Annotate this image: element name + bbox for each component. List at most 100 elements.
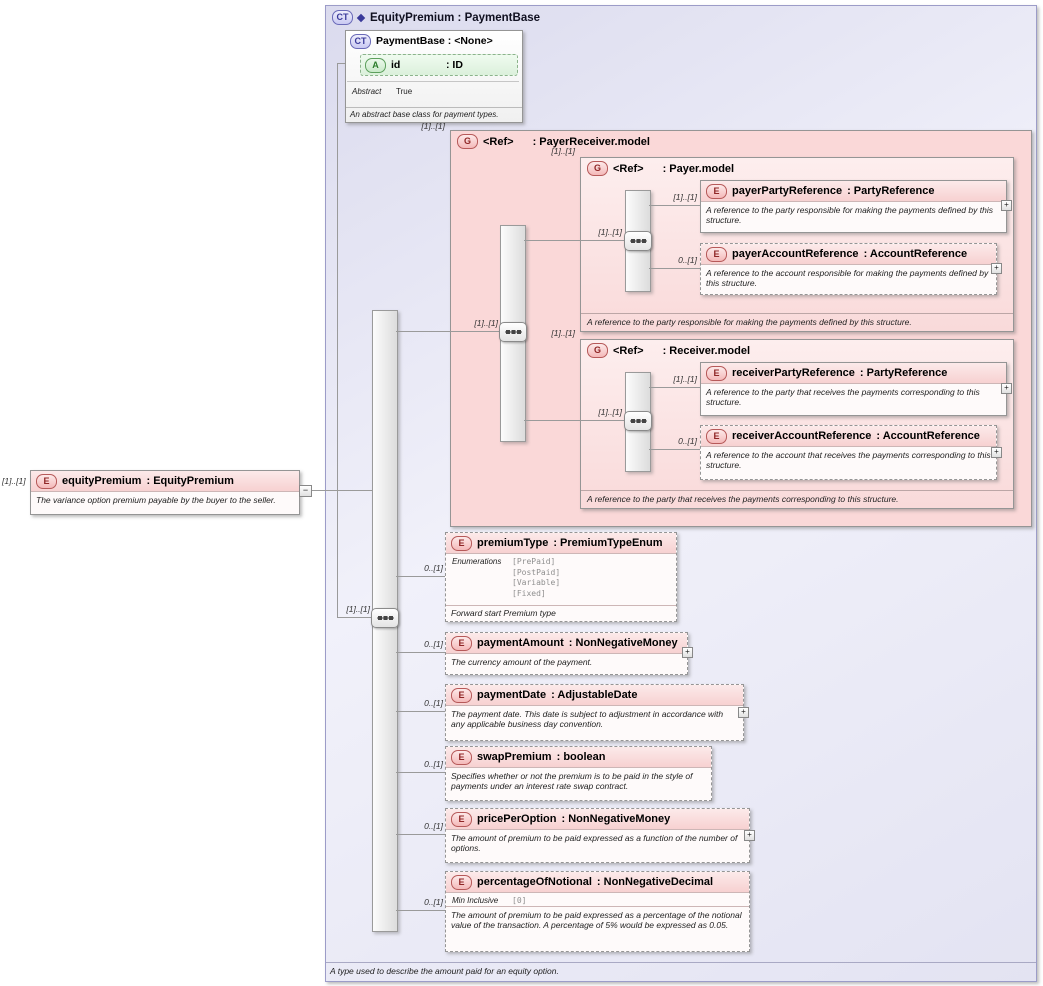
expand-button[interactable]: + bbox=[1001, 383, 1012, 394]
group-name: <Ref> bbox=[483, 135, 514, 148]
connector-line bbox=[396, 772, 445, 773]
expand-button[interactable]: + bbox=[738, 707, 749, 718]
min-inclusive-facet: Min Inclusive [0] bbox=[446, 893, 749, 906]
element-box-pricePerOption[interactable]: E pricePerOption : NonNegativeMoney The … bbox=[445, 808, 750, 863]
expand-button[interactable]: + bbox=[1001, 200, 1012, 211]
element-name: swapPremium bbox=[477, 751, 552, 763]
facet-value: True bbox=[396, 87, 413, 96]
element-name: percentageOfNotional bbox=[477, 876, 592, 888]
cardinality-label: 0..[1] bbox=[424, 639, 443, 649]
element-box-premiumType[interactable]: E premiumType : PremiumTypeEnum Enumerat… bbox=[445, 532, 677, 622]
element-box-equityPremium[interactable]: E equityPremium : EquityPremium The vari… bbox=[30, 470, 300, 515]
element-type: : boolean bbox=[556, 751, 606, 763]
element-icon: E bbox=[451, 749, 472, 765]
cardinality-label: 0..[1] bbox=[424, 698, 443, 708]
element-header: E payerAccountReference : AccountReferen… bbox=[701, 244, 996, 265]
element-icon: E bbox=[706, 246, 727, 262]
element-box-percentageOfNotional[interactable]: E percentageOfNotional : NonNegativeDeci… bbox=[445, 871, 750, 952]
group-type: : Receiver.model bbox=[662, 344, 751, 357]
element-box-paymentAmount[interactable]: E paymentAmount : NonNegativeMoney The c… bbox=[445, 632, 688, 675]
connector-line bbox=[649, 205, 700, 206]
facet-label: Enumerations bbox=[452, 557, 502, 566]
connector-line bbox=[524, 240, 627, 241]
connector-line bbox=[649, 387, 700, 388]
connector-line bbox=[649, 449, 700, 450]
collapse-button[interactable]: − bbox=[299, 485, 312, 497]
element-description: A reference to the party that receives t… bbox=[706, 387, 980, 408]
basetype-box-PaymentBase[interactable]: CT PaymentBase : <None> A id : ID Abstra… bbox=[345, 30, 523, 123]
cardinality-label: [1]..[1] bbox=[551, 146, 575, 156]
cardinality-label: [1]..[1] bbox=[474, 318, 498, 328]
basetype-annotation: An abstract base class for payment types… bbox=[346, 107, 522, 122]
connector-line bbox=[396, 576, 445, 577]
element-type: : NonNegativeMoney bbox=[568, 637, 678, 649]
abstract-facet: Abstract True bbox=[346, 84, 522, 97]
element-description: A reference to the account responsible f… bbox=[706, 268, 989, 289]
sequence-compositor-icon[interactable] bbox=[499, 322, 527, 342]
element-name: receiverAccountReference bbox=[732, 430, 872, 442]
element-description: The variance option premium payable by t… bbox=[36, 495, 276, 505]
element-type: : PremiumTypeEnum bbox=[553, 537, 663, 549]
cardinality-label: 0..[1] bbox=[424, 897, 443, 907]
attribute-name: id bbox=[391, 59, 401, 71]
group-annotation: A reference to the party responsible for… bbox=[581, 313, 1013, 331]
cardinality-label: [1]..[1] bbox=[2, 476, 26, 486]
element-description: The amount of premium to be paid express… bbox=[446, 906, 749, 934]
cardinality-label: [1]..[1] bbox=[598, 227, 622, 237]
element-name: pricePerOption bbox=[477, 813, 557, 825]
element-type: : PartyReference bbox=[847, 185, 935, 197]
element-type: : PartyReference bbox=[859, 367, 948, 379]
element-header: E receiverPartyReference : PartyReferenc… bbox=[701, 363, 1006, 384]
basetype-title: PaymentBase : <None> bbox=[376, 35, 493, 47]
element-box-payerAccountReference[interactable]: E payerAccountReference : AccountReferen… bbox=[700, 243, 997, 295]
sequence-glyph bbox=[629, 239, 647, 243]
cardinality-label: 0..[1] bbox=[678, 255, 697, 265]
sequence-compositor-icon[interactable] bbox=[624, 231, 652, 251]
attribute-id[interactable]: A id : ID bbox=[360, 54, 518, 76]
group-header: G <Ref> : Payer.model bbox=[581, 158, 1013, 179]
cardinality-label: [1]..[1] bbox=[673, 374, 697, 384]
cardinality-label: [1]..[1] bbox=[598, 407, 622, 417]
element-header: E equityPremium : EquityPremium bbox=[31, 471, 299, 492]
connector-line bbox=[396, 834, 445, 835]
element-type: : AccountReference bbox=[863, 248, 968, 260]
group-type: : PayerReceiver.model bbox=[532, 135, 650, 148]
element-icon: E bbox=[706, 183, 727, 199]
expand-button[interactable]: + bbox=[991, 263, 1002, 274]
sequence-compositor-icon[interactable] bbox=[371, 608, 399, 628]
expand-button[interactable]: + bbox=[682, 647, 693, 658]
sequence-glyph bbox=[629, 419, 647, 423]
element-box-receiverAccountReference[interactable]: E receiverAccountReference : AccountRefe… bbox=[700, 425, 997, 480]
element-name: paymentDate bbox=[477, 689, 547, 701]
expand-button[interactable]: + bbox=[991, 447, 1002, 458]
element-icon: E bbox=[451, 535, 472, 551]
content-model-diamond-icon bbox=[356, 13, 366, 22]
connector-line bbox=[298, 490, 372, 491]
element-box-swapPremium[interactable]: E swapPremium : boolean Specifies whethe… bbox=[445, 746, 712, 801]
element-description: A reference to the account that receives… bbox=[706, 450, 991, 471]
group-annotation: A reference to the party that receives t… bbox=[581, 490, 1013, 508]
group-name: <Ref> bbox=[613, 162, 644, 175]
enumeration-value: [PrePaid] bbox=[512, 557, 556, 566]
connector-line bbox=[396, 711, 445, 712]
element-description: The currency amount of the payment. bbox=[451, 657, 593, 667]
complex-type-icon: CT bbox=[332, 10, 353, 25]
element-box-payerPartyReference[interactable]: E payerPartyReference : PartyReference A… bbox=[700, 180, 1007, 233]
expand-button[interactable]: + bbox=[744, 830, 755, 841]
element-name: receiverPartyReference bbox=[732, 367, 855, 379]
element-header: E paymentAmount : NonNegativeMoney bbox=[446, 633, 687, 654]
connector-line bbox=[396, 652, 445, 653]
facet-value: [0] bbox=[512, 896, 527, 905]
enumeration-values: [PrePaid] [PostPaid] [Variable] [Fixed] bbox=[512, 557, 560, 599]
element-box-receiverPartyReference[interactable]: E receiverPartyReference : PartyReferenc… bbox=[700, 362, 1007, 416]
element-icon: E bbox=[451, 635, 472, 651]
root-title: EquityPremium : PaymentBase bbox=[370, 11, 541, 24]
element-box-paymentDate[interactable]: E paymentDate : AdjustableDate The payme… bbox=[445, 684, 744, 741]
cardinality-label: [1]..[1] bbox=[421, 121, 445, 131]
connector-line bbox=[337, 63, 338, 617]
sequence-compositor-icon[interactable] bbox=[624, 411, 652, 431]
root-annotation: A type used to describe the amount paid … bbox=[326, 962, 1036, 981]
connector-line bbox=[649, 268, 700, 269]
separator bbox=[347, 81, 519, 82]
